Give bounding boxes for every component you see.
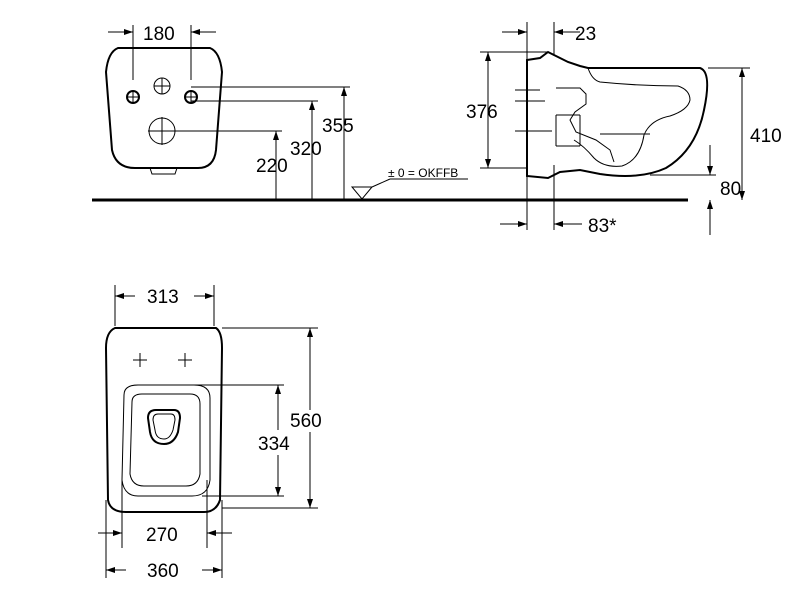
- dim-180-label: 180: [143, 24, 175, 45]
- top-view-fixing-marks: [133, 353, 192, 367]
- dim-334-label: 334: [258, 434, 290, 455]
- top-view-drain-inner: [152, 413, 176, 440]
- top-view-seat-outer: [121, 384, 211, 497]
- top-view: 313 560 334 270 360: [98, 285, 322, 582]
- top-view-drain-outline: [146, 409, 182, 446]
- side-view-inner-bowl: [573, 67, 691, 167]
- side-view-trap: [556, 87, 615, 163]
- dim-313-label: 313: [147, 287, 179, 308]
- side-view: 23 376 410 80 83*: [466, 22, 782, 237]
- dim-80-label: 80: [720, 179, 741, 200]
- top-view-outline: [104, 327, 224, 513]
- center-marks: [127, 78, 197, 145]
- dim-376-label: 376: [466, 102, 498, 123]
- side-view-bowl-outline: [526, 50, 709, 180]
- dim-560-label: 560: [290, 411, 322, 432]
- dim-270-label: 270: [146, 525, 178, 546]
- dim-360-label: 360: [147, 561, 179, 582]
- floor-level-label: ± 0 = OKFFB: [388, 166, 458, 180]
- dim-23-label: 23: [575, 24, 596, 45]
- dim-355-label: 355: [322, 116, 354, 137]
- dim-83-label: 83*: [588, 216, 617, 237]
- front-view-foot: [149, 167, 178, 175]
- front-view: 180 355 320 220 ± 0 = OKFFB: [104, 24, 468, 200]
- dim-320-label: 320: [290, 139, 322, 160]
- floor-level-triangle: [350, 186, 374, 200]
- dim-410-label: 410: [750, 126, 782, 147]
- top-view-seat-inner: [129, 393, 201, 487]
- front-view-outline: [104, 47, 224, 169]
- dim-220-label: 220: [256, 156, 288, 177]
